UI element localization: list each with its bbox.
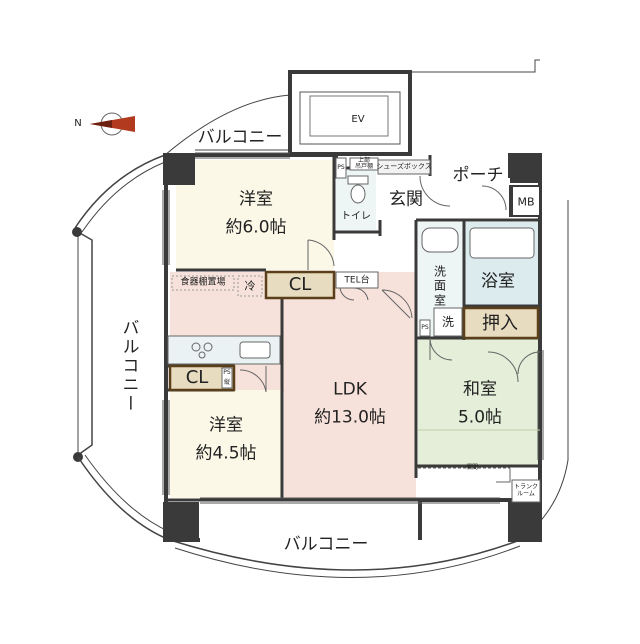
western-room-2-name: 洋室: [209, 415, 243, 436]
entrance-label: 玄関: [389, 189, 423, 210]
balcony-top-arc: [74, 154, 166, 229]
balcony-left-rail: [77, 231, 93, 456]
balcony-post: [72, 227, 82, 237]
closet-cl-1: [264, 270, 336, 300]
western-room-1-floor: [176, 160, 334, 270]
sink-icon: [239, 341, 271, 359]
shoe-box-label: シューズボックス: [376, 162, 432, 171]
closet-cl-2-label: CL: [185, 367, 209, 388]
windows: [162, 152, 544, 504]
compass-north-label: N: [74, 118, 82, 129]
porch-label: ポーチ: [452, 165, 504, 186]
toilet-label: トイレ: [341, 211, 371, 222]
column: [510, 153, 542, 183]
ps-box: [335, 157, 347, 179]
trunk-room-label: トランク ルーム: [513, 483, 539, 497]
fridge-area: [237, 275, 263, 297]
wash-label: 洗: [441, 315, 455, 329]
transom-label: 欄間: [465, 464, 479, 471]
oshiire-label: 押入: [482, 313, 518, 334]
japanese-room-name: 和室: [463, 379, 497, 400]
balcony-bottom-arc: [77, 456, 171, 541]
ldk-floor-lower: [284, 390, 416, 498]
compass-icon: [90, 112, 135, 136]
toilet-icon: [347, 175, 369, 204]
western-room-1-size: 約6.0帖: [225, 217, 287, 238]
trunk-room: [511, 479, 541, 503]
column: [163, 153, 195, 185]
balcony-outer-top: [164, 94, 291, 156]
closet-cl-1-label: CL: [288, 274, 312, 295]
balcony-top-arc-inner: [81, 161, 166, 233]
washing-machine: [433, 307, 463, 337]
bathroom-label: 浴室: [481, 271, 515, 292]
mb-label: MB: [517, 195, 535, 209]
japanese-room-size: 5.0帖: [457, 407, 503, 428]
tel-stand-label: TEL台: [344, 275, 370, 286]
ps-small-label-2: 縦: [223, 379, 231, 386]
mb-box: [511, 185, 541, 217]
elevator-car: [309, 95, 389, 137]
upper-cabinet: [349, 157, 379, 171]
oshiire: [462, 306, 540, 340]
balcony-left-label: バルコニー: [118, 318, 139, 414]
cupboard-label: 食器棚置場: [180, 277, 226, 288]
elevator-label: EV: [351, 114, 365, 125]
balcony-bottom-outer: [169, 539, 521, 571]
ps-top-label: PS: [337, 164, 345, 171]
ps-wash-label: PS: [421, 324, 429, 331]
japanese-room-floor: [418, 338, 540, 466]
balcony-bottom-outer2: [174, 545, 521, 578]
column: [510, 502, 542, 542]
ldk-name: LDK: [333, 379, 367, 400]
upper-cabinet-label: 上部 吊戸棚: [354, 157, 374, 170]
column: [163, 502, 199, 542]
western-room-1-name: 洋室: [239, 189, 273, 210]
ps-small-label: PS: [223, 369, 231, 376]
western-room-2-floor: [170, 390, 282, 498]
fridge-label: 冷: [244, 279, 256, 293]
western-room-2-size: 約4.5帖: [195, 443, 257, 464]
balcony-top-label: バルコニー: [197, 127, 283, 148]
doors: [239, 175, 541, 483]
balcony-bottom-label: バルコニー: [283, 534, 369, 555]
tel-stand: [335, 271, 379, 289]
cupboard-area: [171, 275, 235, 291]
washroom-label: 洗面室: [433, 264, 446, 308]
washbasin-icon: [421, 227, 459, 253]
ps-small: [221, 367, 233, 389]
balcony-bottom-arc-inner: [84, 454, 171, 533]
ldk-size: 約13.0帖: [314, 407, 386, 428]
stove-icon: [191, 342, 213, 359]
bathtub-icon: [469, 227, 535, 259]
ps-wash: [419, 319, 431, 337]
